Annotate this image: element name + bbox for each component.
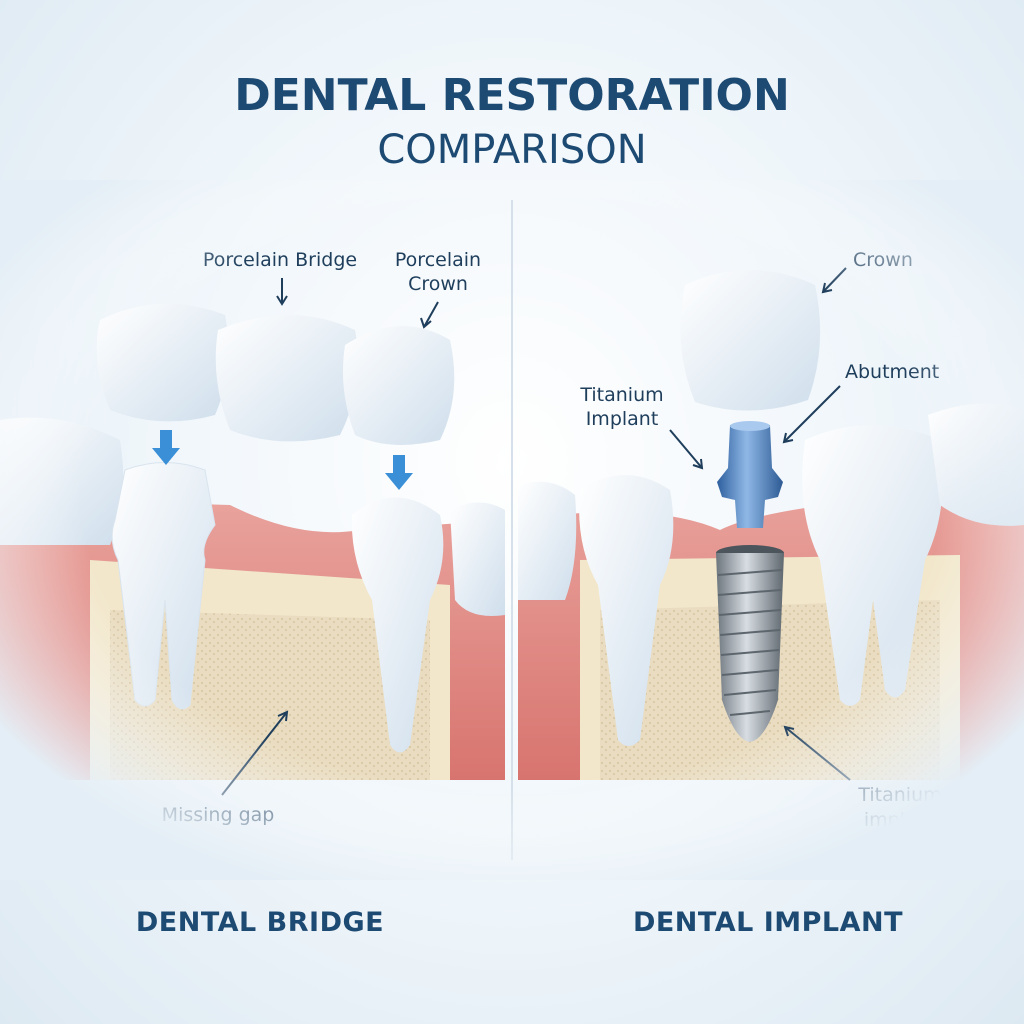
label-titanium-implant-bottom-line2: implant bbox=[864, 809, 936, 831]
pointer-arrow-icon bbox=[821, 267, 847, 294]
label-missing-gap: Missing gap bbox=[162, 804, 275, 826]
tooth bbox=[518, 481, 577, 600]
implant-crown bbox=[680, 270, 821, 411]
implant-illustration bbox=[518, 270, 1024, 780]
label-titanium-implant-bottom-line1: Titanium bbox=[857, 784, 941, 806]
label-porcelain-crown-line1: Porcelain bbox=[395, 249, 481, 271]
label-titanium-implant-top-line1: Titanium bbox=[579, 384, 663, 406]
pointer-arrow-icon bbox=[420, 301, 439, 329]
abutment bbox=[717, 425, 783, 528]
placement-arrow-icon bbox=[152, 430, 180, 465]
label-titanium-implant-top-line2: Implant bbox=[586, 408, 659, 430]
bridge-illustration bbox=[0, 303, 505, 780]
placement-arrow-icon bbox=[385, 455, 413, 490]
heading-dental-implant: DENTAL IMPLANT bbox=[633, 907, 903, 938]
label-abutment: Abutment bbox=[845, 361, 939, 383]
pointer-arrow-icon bbox=[276, 278, 288, 306]
tooth bbox=[450, 502, 505, 616]
heading-dental-bridge: DENTAL BRIDGE bbox=[136, 907, 384, 938]
label-crown: Crown bbox=[853, 249, 913, 271]
tooth bbox=[0, 417, 124, 545]
bridge-crown-2 bbox=[215, 315, 358, 442]
bridge-crown-3 bbox=[342, 326, 455, 445]
title-line2: COMPARISON bbox=[377, 127, 646, 173]
pointer-arrow-icon bbox=[669, 429, 704, 470]
title-line1: DENTAL RESTORATION bbox=[234, 70, 790, 121]
label-porcelain-crown-line2: Crown bbox=[408, 273, 468, 295]
bridge-crown-1 bbox=[96, 303, 229, 422]
label-porcelain-bridge: Porcelain Bridge bbox=[203, 249, 357, 271]
